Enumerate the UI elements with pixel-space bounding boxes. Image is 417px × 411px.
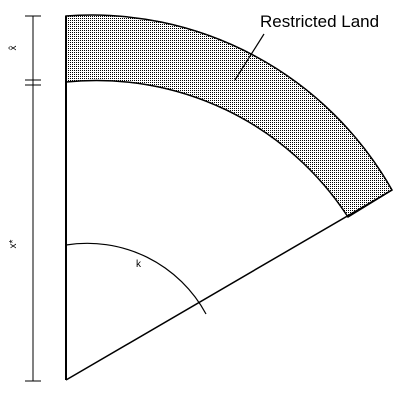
k-label: k	[136, 259, 142, 270]
angle-arc-k	[65, 242, 207, 315]
x-hat-label: x̂	[7, 46, 19, 51]
x-star-label: x*	[8, 239, 19, 248]
restricted-land-leader	[234, 33, 265, 81]
sector-diagonal-edge	[65, 189, 393, 381]
restricted-land-band	[65, 14, 394, 219]
restricted-land-label: Restricted Land	[260, 12, 379, 31]
